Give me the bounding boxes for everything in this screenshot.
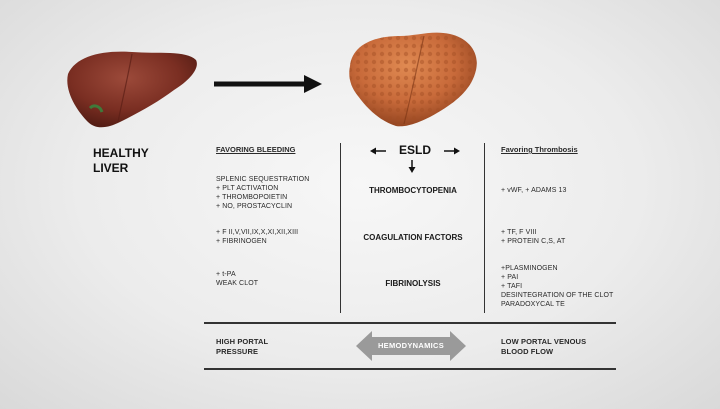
progression-arrow (214, 75, 322, 93)
favoring-thrombosis-header: Favoring Thrombosis (501, 145, 578, 154)
bleeding-item: WEAK CLOT (216, 280, 259, 287)
healthy-liver-illustration (67, 51, 197, 128)
cirrhotic-liver-illustration (349, 32, 477, 127)
thrombosis-item: + PROTEIN C,S, AT (501, 238, 566, 245)
esld-arrows (370, 147, 460, 173)
thrombosis-item: + PAI (501, 274, 519, 281)
bleeding-item: + PLT ACTIVATION (216, 185, 279, 192)
bleeding-item: SPLENIC SEQUESTRATION (216, 176, 310, 183)
bottom-right-line: BLOOD FLOW (501, 347, 554, 356)
thrombosis-fibrinolysis-group: +PLASMINOGEN + PAI + TAFI DESINTEGRATION… (501, 264, 613, 309)
favoring-bleeding-header: FAVORING BLEEDING (216, 145, 296, 154)
healthy-liver-label: HEALTHY LIVER (93, 146, 149, 176)
bleeding-item: + t-PA (216, 271, 236, 278)
bleeding-fibrinolysis-group: + t-PA WEAK CLOT (216, 270, 258, 288)
hemodynamics-double-arrow (356, 331, 466, 361)
bottom-right-line: LOW PORTAL VENOUS (501, 337, 587, 346)
bottom-left-line: PRESSURE (216, 347, 259, 356)
thrombosis-platelet-group: + vWF, + ADAMS 13 (501, 186, 567, 195)
thrombosis-item: +PLASMINOGEN (501, 265, 558, 272)
thrombosis-item: + TAFI (501, 283, 523, 290)
bleeding-item: + FIBRINOGEN (216, 238, 267, 245)
bleeding-item: + THROMBOPOIETIN (216, 194, 288, 201)
thrombosis-item: PARADOXYCAL TE (501, 301, 565, 308)
bleeding-factors-group: + F II,V,VII,IX,X,XI,XII,XIII + FIBRINOG… (216, 228, 298, 246)
hemodynamics-bottom-rule (204, 368, 616, 370)
high-portal-pressure-label: HIGH PORTAL PRESSURE (216, 337, 268, 357)
thrombosis-item: DESINTEGRATION OF THE CLOT (501, 292, 614, 299)
hemodynamics-top-rule (204, 322, 616, 324)
bottom-left-line: HIGH PORTAL (216, 337, 269, 346)
esld-label: ESLD (398, 143, 431, 157)
healthy-label-line-1: HEALTHY (93, 146, 149, 160)
hemodynamics-label: HEMODYNAMICS (377, 341, 445, 350)
bleeding-item: + F II,V,VII,IX,X,XI,XII,XIII (216, 229, 299, 236)
middle-fibrinolysis: FIBRINOLYSIS (385, 279, 441, 288)
divider-left (340, 143, 341, 313)
bleeding-item: + NO, PROSTACYCLIN (216, 203, 293, 210)
healthy-label-line-2: LIVER (93, 161, 129, 175)
thrombosis-factors-group: + TF, F VIII + PROTEIN C,S, AT (501, 228, 565, 246)
low-portal-flow-label: LOW PORTAL VENOUS BLOOD FLOW (501, 337, 586, 357)
middle-thrombocytopenia: THROMBOCYTOPENIA (369, 186, 457, 195)
thrombosis-item: + TF, F VIII (501, 229, 537, 236)
divider-right (484, 143, 485, 313)
thrombosis-item: + vWF, + ADAMS 13 (501, 187, 567, 194)
bleeding-platelet-group: SPLENIC SEQUESTRATION + PLT ACTIVATION +… (216, 175, 309, 211)
middle-coagulation-factors: COAGULATION FACTORS (363, 233, 463, 242)
